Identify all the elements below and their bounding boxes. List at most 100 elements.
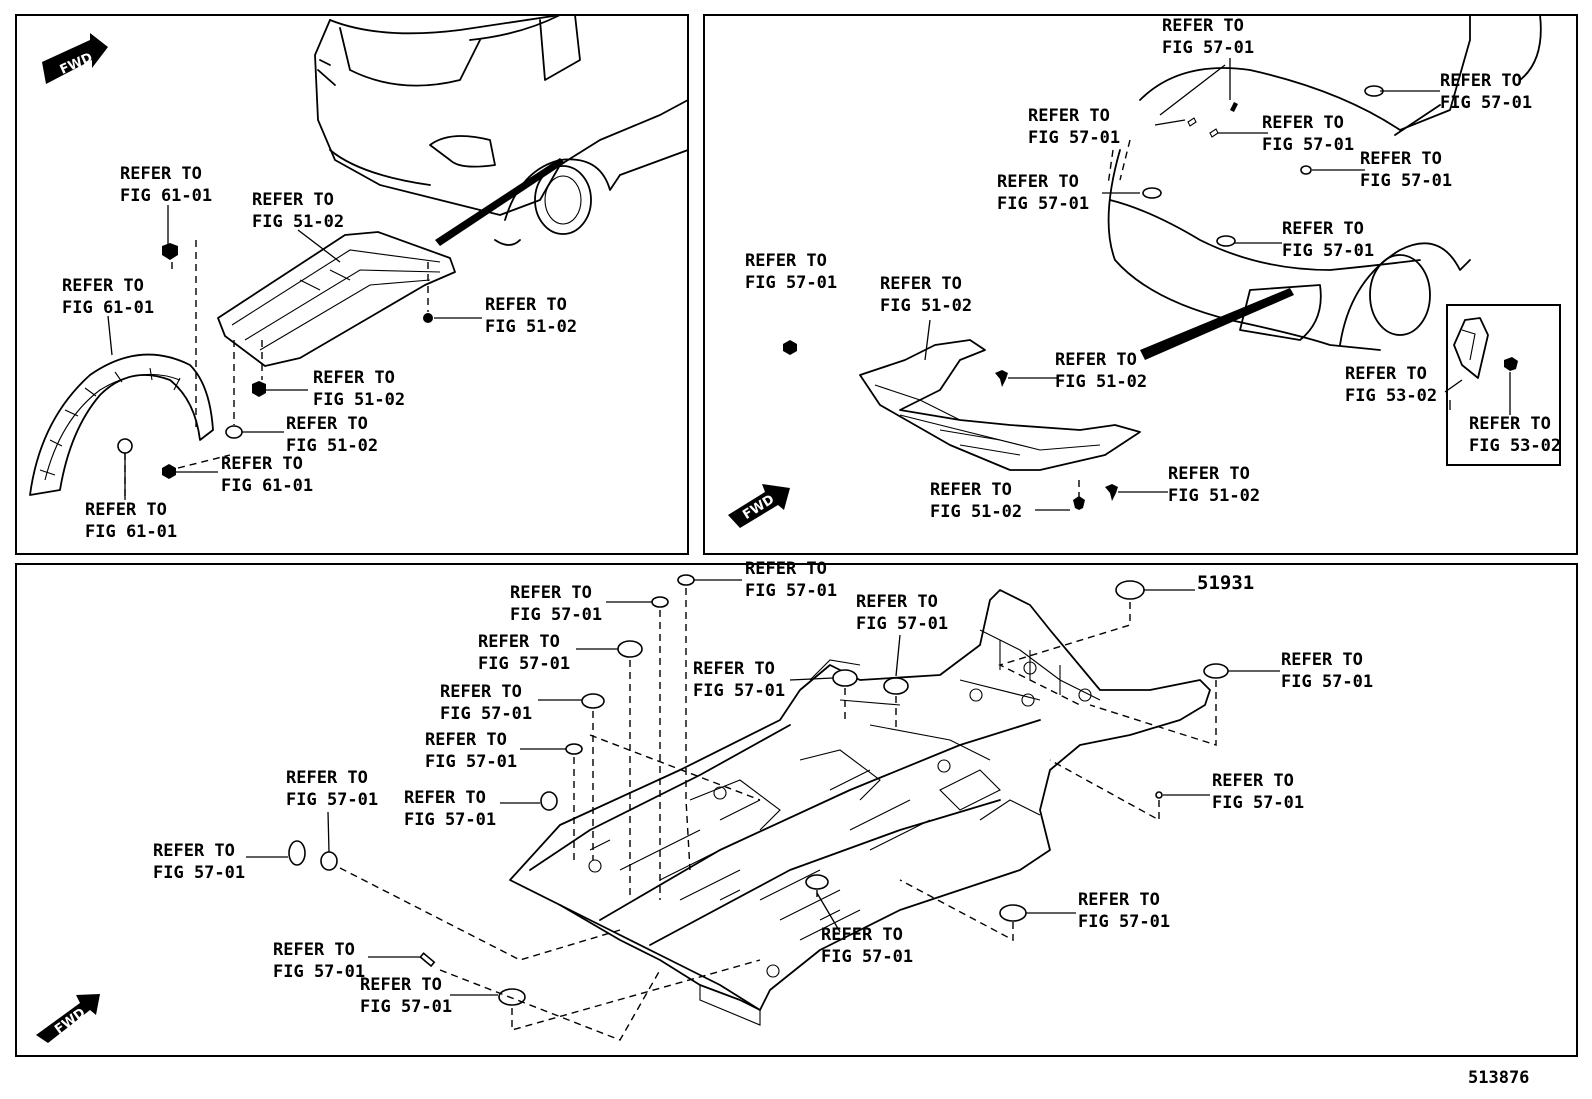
screw-icon [995,370,1008,387]
clip-icon [1230,102,1238,112]
callout-line2: FIG 57-01 [1281,672,1373,692]
callout-line1: REFER TO [360,975,442,995]
callout-line2: FIG 57-01 [1360,171,1452,191]
callout-line2: FIG 57-01 [745,581,837,601]
panel2-fwd-arrow-icon: FWD [728,484,790,528]
callout-line2: FIG 57-01 [856,614,948,634]
callout-line1: REFER TO [252,190,334,210]
plug-icon [320,851,338,871]
callout-line1: REFER TO [485,295,567,315]
callout-line1: REFER TO [221,454,303,474]
part-number-label: 51931 [1197,572,1254,594]
plug-icon [617,640,643,658]
callout-line2: FIG 51-02 [252,212,344,232]
callout-line1: REFER TO [1212,771,1294,791]
callout-line2: FIG 51-02 [1055,372,1147,392]
callout-line1: REFER TO [1262,113,1344,133]
callout-line1: REFER TO [273,940,355,960]
callout-line1: REFER TO [1281,650,1363,670]
plug-icon [581,693,605,709]
clip-icon [783,340,797,355]
callout-line2: FIG 57-01 [478,654,570,674]
plug-icon [498,988,526,1006]
callout-line1: REFER TO [440,682,522,702]
callout-line2: FIG 57-01 [153,863,245,883]
callout-line2: FIG 61-01 [120,186,212,206]
callout-line1: REFER TO [693,659,775,679]
callout-line2: FIG 57-01 [360,997,452,1017]
callout-line2: FIG 51-02 [880,296,972,316]
plug-icon [565,743,583,755]
callout-line1: REFER TO [153,841,235,861]
grommet-icon [117,438,133,454]
callout-line1: REFER TO [880,274,962,294]
plug-icon [832,669,858,687]
callout-line1: REFER TO [510,583,592,603]
callout-line2: FIG 57-01 [745,273,837,293]
callout-line2: FIG 57-01 [1162,38,1254,58]
panel3-leaders [246,579,1280,996]
plug-icon [540,791,558,811]
callout-line2: FIG 57-01 [440,704,532,724]
clip-icon [1155,791,1163,799]
callout-line2: FIG 57-01 [1212,793,1304,813]
panel2-dashed-lines [1078,139,1131,498]
callout-line1: REFER TO [1360,149,1442,169]
callout-line1: REFER TO [313,368,395,388]
plug-icon [999,904,1027,922]
callout-line2: FIG 57-01 [821,947,913,967]
callout-line2: FIG 57-01 [510,605,602,625]
callout-line2: FIG 57-01 [693,681,785,701]
callout-line1: REFER TO [1162,16,1244,36]
callout-line1: REFER TO [286,414,368,434]
callout-line1: REFER TO [821,925,903,945]
plug-icon [288,840,306,866]
callout-line1: REFER TO [930,480,1012,500]
callout-line1: REFER TO [1078,890,1160,910]
callout-line1: REFER TO [1469,414,1551,434]
callout-line2: FIG 57-01 [1440,93,1532,113]
callout-line2: FIG 61-01 [85,522,177,542]
callout-line1: REFER TO [745,251,827,271]
grommet-icon [225,425,243,439]
callout-line2: FIG 53-02 [1345,386,1437,406]
grommet-icon [1216,235,1236,247]
callout-line2: FIG 51-02 [286,436,378,456]
callout-line2: FIG 57-01 [1028,128,1120,148]
callout-line1: REFER TO [120,164,202,184]
front-fender-liner-detail [1446,304,1561,466]
callout-line2: FIG 61-01 [62,298,154,318]
callout-line2: FIG 57-01 [404,810,496,830]
screw-icon [1105,484,1118,501]
callout-line1: REFER TO [1440,71,1522,91]
callout-line2: FIG 61-01 [221,476,313,496]
callout-line2: FIG 57-01 [286,790,378,810]
callout-line1: REFER TO [478,632,560,652]
callout-line2: FIG 57-01 [1282,241,1374,261]
panel-front-undercover-frame [703,14,1578,555]
